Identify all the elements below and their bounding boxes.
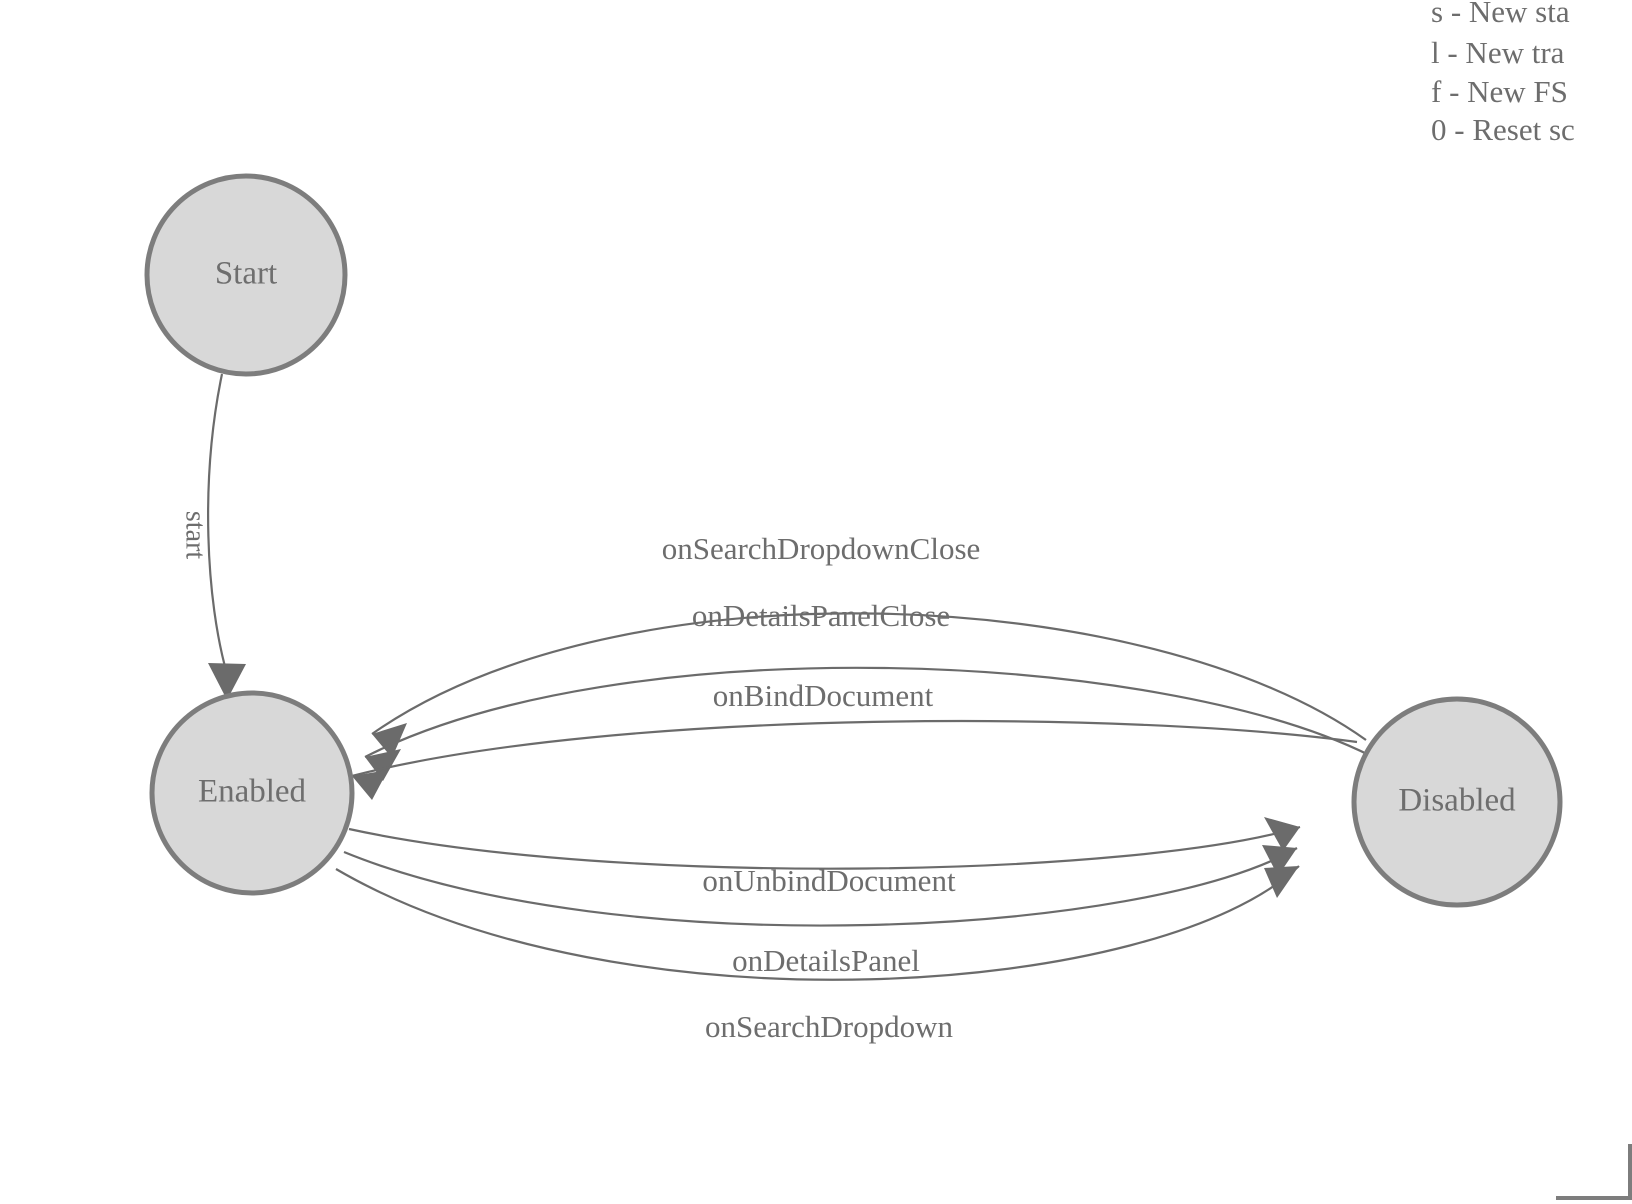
- transition-label-onSearchDropdown: onSearchDropdown: [705, 1009, 953, 1044]
- corner-vertical-bar: [1628, 1144, 1632, 1200]
- transition-label-onUnbindDocument: onUnbindDocument: [702, 863, 956, 898]
- arrow-head-icon: [352, 770, 388, 800]
- transition-path: [207, 373, 229, 675]
- transition-label-onDetailsPanelClose: onDetailsPanelClose: [692, 598, 950, 633]
- transition-label-onDetailsPanel: onDetailsPanel: [732, 943, 920, 978]
- arrow-head-icon: [372, 723, 407, 758]
- transition-start[interactable]: [207, 373, 246, 700]
- transition-path: [371, 612, 1367, 741]
- transition-onDetailsPanel[interactable]: [343, 845, 1298, 927]
- state-label-disabled: Disabled: [1398, 783, 1516, 819]
- transition-onBindDocument[interactable]: [351, 719, 1358, 800]
- state-node-start[interactable]: Start: [144, 173, 348, 377]
- arrow-head-icon: [1264, 817, 1300, 851]
- transition-label-start: start: [180, 511, 211, 559]
- transition-label-onSearchDropdownClose: onSearchDropdownClose: [662, 531, 981, 566]
- transition-path: [348, 825, 1301, 870]
- state-circle[interactable]: [149, 690, 355, 896]
- transition-path: [343, 847, 1298, 927]
- corner-horizontal-bar: [1556, 1196, 1632, 1200]
- transition-onUnbindDocument[interactable]: [348, 817, 1301, 870]
- state-label-start: Start: [215, 256, 277, 292]
- arrow-head-icon: [365, 749, 401, 781]
- transition-onSearchDropdownClose[interactable]: [371, 612, 1367, 758]
- legend-item-new-state: s - New sta: [1431, 0, 1570, 29]
- state-node-disabled[interactable]: Disabled: [1351, 696, 1563, 908]
- shortcut-legend: s - New sta l - New tra f - New FS 0 - R…: [1431, 0, 1575, 147]
- transition-onDetailsPanelClose[interactable]: [364, 666, 1372, 781]
- arrow-head-icon: [1264, 866, 1299, 898]
- transition-path: [335, 865, 1300, 981]
- legend-item-reset-scale: 0 - Reset sc: [1431, 112, 1575, 147]
- resize-handle-corner[interactable]: [1542, 1144, 1632, 1204]
- state-circle[interactable]: [144, 173, 348, 377]
- transition-label-onBindDocument: onBindDocument: [713, 678, 934, 713]
- arrow-head-icon: [1262, 845, 1297, 876]
- arrow-head-icon: [208, 663, 246, 700]
- transition-onSearchDropdown[interactable]: [335, 865, 1300, 981]
- legend-item-new-transition: l - New tra: [1431, 35, 1565, 70]
- state-node-enabled[interactable]: Enabled: [149, 690, 355, 896]
- state-label-enabled: Enabled: [198, 774, 307, 810]
- transition-path: [364, 666, 1372, 758]
- state-circle[interactable]: [1351, 696, 1563, 908]
- transition-path: [351, 719, 1358, 778]
- legend-item-new-fsm: f - New FS: [1431, 74, 1568, 109]
